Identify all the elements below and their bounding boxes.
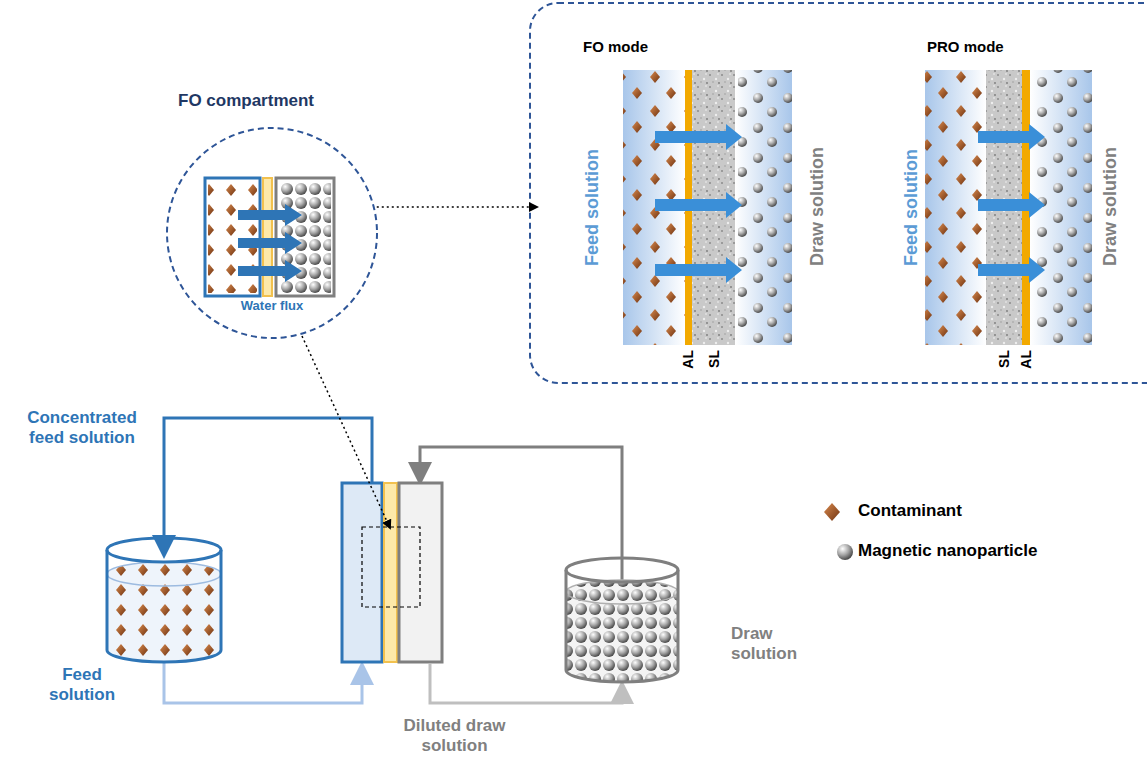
section-title: FO compartment xyxy=(178,91,314,111)
pipe-label: Diluted draw solution xyxy=(392,716,517,755)
legend-text: Magnetic nanoparticle xyxy=(858,541,1037,561)
side-label: Draw solution xyxy=(807,147,828,266)
legend-swatch xyxy=(834,541,856,563)
tank-label: Draw solution xyxy=(731,624,803,663)
pipe-label: Concentrated feed solution xyxy=(12,408,152,447)
zoom-connector xyxy=(377,206,537,208)
layer-label: SL xyxy=(996,350,1012,368)
tank-label: Feed solution xyxy=(42,665,122,704)
side-label: Feed solution xyxy=(582,149,603,266)
node-outline xyxy=(104,536,224,664)
node-outline xyxy=(563,556,681,684)
zoom-circle: FO compartmentWater flux xyxy=(166,127,378,339)
side-label: Draw solution xyxy=(1100,147,1121,266)
layer-label: SL xyxy=(706,350,722,368)
mode-panel: PRO modeFeed solution Draw solution xyxy=(897,30,1132,375)
layer-label: AL xyxy=(680,350,696,369)
legend-text: Contaminant xyxy=(858,501,962,521)
mode-panel: FO modeFeed solution Draw solution xyxy=(537,30,842,375)
panel-title: FO mode xyxy=(583,38,648,55)
side-label: Feed solution xyxy=(901,149,922,266)
feed-tank: Feed solution xyxy=(104,536,224,664)
panel-title: PRO mode xyxy=(927,38,1004,55)
flux-label: Water flux xyxy=(241,299,303,314)
layer-label: AL xyxy=(1018,350,1034,369)
legend-swatch xyxy=(821,501,843,523)
draw-tank: Draw solution xyxy=(563,556,681,684)
